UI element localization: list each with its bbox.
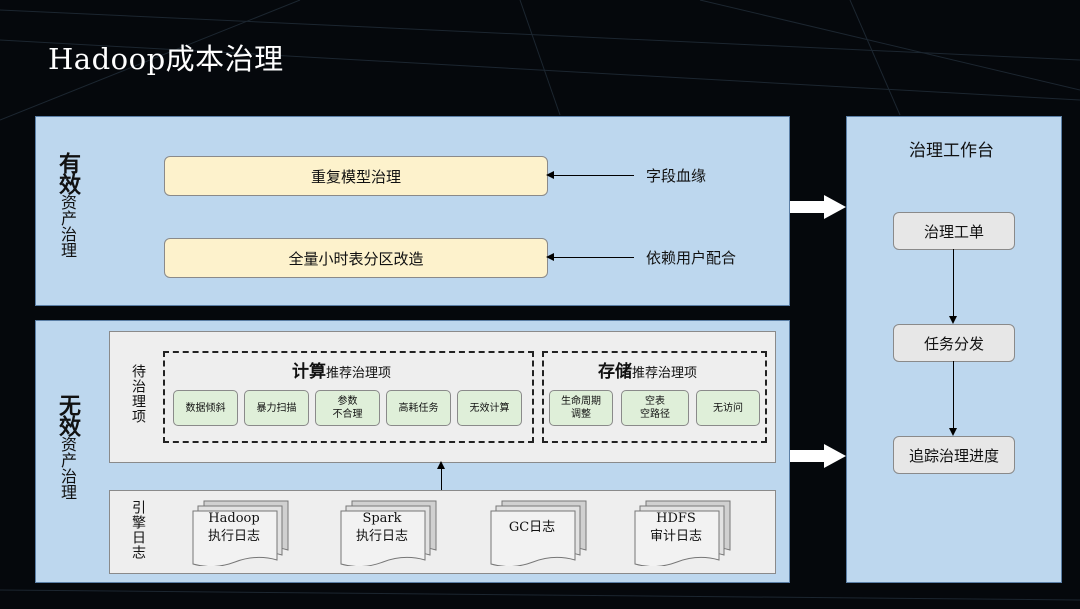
spark-log-doc: Spark 执行日志 — [340, 500, 438, 566]
arrow-user-head — [546, 253, 554, 261]
compute-group — [163, 351, 534, 443]
chip-data-skew: 数据倾斜 — [173, 390, 238, 426]
compute-title-strong: 计算 — [292, 362, 326, 382]
gc-log-doc: GC日志 — [490, 500, 588, 566]
workbench-title: 治理工作台 — [909, 141, 994, 161]
hadoop-log-text: Hadoop 执行日志 — [207, 511, 260, 544]
arrow-lineage-head — [546, 171, 554, 179]
hdfs-audit-log-doc: HDFS 审计日志 — [634, 500, 732, 566]
arrow-user — [552, 257, 634, 258]
effective-label-strong: 有效 — [55, 152, 80, 194]
document-stack-icon — [340, 500, 437, 566]
ineffective-label-sub: 资产治理 — [58, 436, 77, 500]
chip-lifecycle: 生命周期 调整 — [549, 390, 613, 426]
storage-group-title: 存储推荐治理项 — [598, 357, 697, 382]
storage-title-rest: 推荐治理项 — [632, 366, 698, 381]
storage-title-strong: 存储 — [598, 362, 632, 382]
chip-no-access: 无访问 — [696, 390, 760, 426]
logs-to-pending-head — [437, 461, 445, 469]
document-stack-icon — [634, 500, 731, 566]
step-track-progress: 追踪治理进度 — [893, 436, 1015, 474]
spark-log-text: Spark 执行日志 — [355, 511, 408, 544]
step2-to-step3-head — [949, 428, 957, 436]
compute-group-title: 计算推荐治理项 — [292, 357, 391, 382]
step1-to-step2-head — [949, 316, 957, 324]
page-title: Hadoop成本治理 — [48, 42, 284, 76]
step2-to-step3-line — [953, 361, 954, 428]
pending-items-label: 待治理项 — [130, 364, 146, 424]
ineffective-governance-label: 无效资产治理 — [55, 394, 80, 500]
effective-governance-label: 有效资产治理 — [55, 152, 80, 258]
logs-to-pending-line — [441, 468, 442, 490]
step-task-dispatch: 任务分发 — [893, 324, 1015, 362]
chip-invalid-compute: 无效计算 — [457, 390, 522, 426]
ineffective-label-strong: 无效 — [55, 394, 80, 436]
ineffective-to-workbench-arrow — [790, 444, 846, 468]
chip-empty-table: 空表 空路径 — [621, 390, 689, 426]
step-work-order: 治理工单 — [893, 212, 1015, 250]
chip-brute-scan: 暴力扫描 — [244, 390, 309, 426]
hdfs-log-text: HDFS 审计日志 — [649, 511, 702, 544]
document-stack-icon — [192, 500, 289, 566]
effective-to-workbench-arrow — [790, 195, 846, 219]
gc-log-text: GC日志 — [508, 520, 556, 535]
step1-to-step2-line — [953, 249, 954, 316]
storage-group — [542, 351, 767, 443]
engine-logs-label: 引擎日志 — [130, 500, 146, 560]
arrow-lineage — [552, 175, 634, 176]
hadoop-log-doc: Hadoop 执行日志 — [192, 500, 290, 566]
chip-costly-task: 高耗任务 — [386, 390, 451, 426]
compute-title-rest: 推荐治理项 — [326, 366, 392, 381]
user-cooperation-label: 依赖用户配合 — [646, 249, 737, 267]
hourly-partition-box: 全量小时表分区改造 — [164, 238, 548, 278]
document-stack-icon — [490, 500, 587, 566]
effective-label-sub: 资产治理 — [58, 194, 77, 258]
field-lineage-label: 字段血缘 — [646, 167, 707, 185]
duplicate-model-box: 重复模型治理 — [164, 156, 548, 196]
chip-bad-params: 参数 不合理 — [315, 390, 380, 426]
